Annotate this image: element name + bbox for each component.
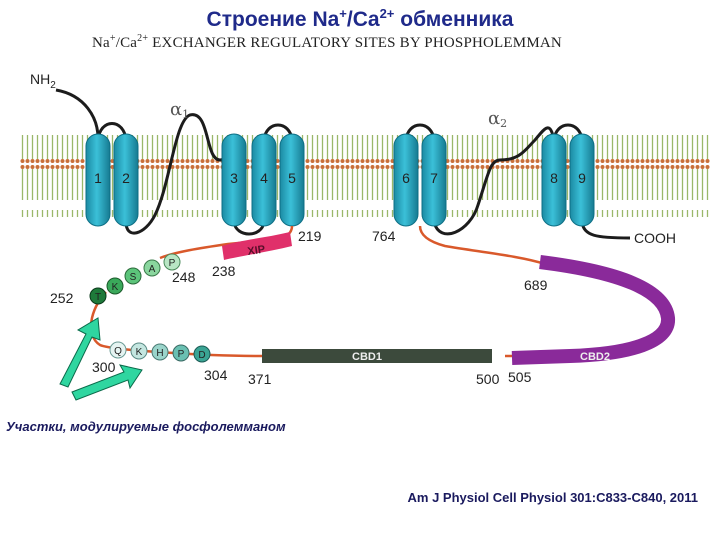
residue-number-304: 304: [204, 367, 228, 383]
helix-label-1: 1: [94, 170, 102, 186]
helix-label-8: 8: [550, 170, 558, 186]
residue-number-219: 219: [298, 228, 322, 244]
residue-S: [124, 267, 142, 285]
residue-number-248: 248: [172, 269, 196, 285]
residue-number-300: 300: [92, 359, 116, 375]
residue-number-371: 371: [248, 371, 272, 387]
helix-1: [85, 133, 111, 227]
helix-label-6: 6: [402, 170, 410, 186]
residue-label-T: T: [95, 292, 101, 303]
residue-number-764: 764: [372, 228, 396, 244]
helix-2: [113, 133, 139, 227]
citation: Am J Physiol Cell Physiol 301:C833-C840,…: [407, 490, 698, 505]
residue-label-S: S: [130, 272, 137, 283]
residue-Q: [109, 341, 127, 359]
residue-number-689: 689: [524, 277, 548, 293]
cooh-label: COOH: [634, 230, 676, 246]
residue-K: [106, 277, 124, 295]
residue-K2: [130, 342, 148, 360]
xip-region: [222, 232, 292, 260]
figure-subtitle: Na+/Ca2+ EXCHANGER REGULATORY SITES BY P…: [92, 33, 562, 51]
helix-label-9: 9: [578, 170, 586, 186]
residue-label-P2: P: [178, 349, 185, 360]
helix-3: [221, 133, 247, 227]
residue-number-238: 238: [212, 263, 236, 279]
helix-label-5: 5: [288, 170, 296, 186]
residue-P: [163, 253, 181, 271]
helix-label-2: 2: [122, 170, 130, 186]
helix-7: [421, 133, 447, 227]
n-terminus-tail: [55, 88, 100, 139]
caption: Участки, модулируемые фосфолемманом: [6, 419, 286, 434]
helix-label-4: 4: [260, 170, 268, 186]
residue-label-A: A: [149, 264, 156, 275]
residue-label-Q: Q: [114, 346, 122, 357]
c-terminus-tail: [580, 221, 631, 240]
residue-P2: [172, 344, 190, 362]
nh2-label: NH2: [30, 71, 56, 91]
cbd1-domain: [262, 349, 492, 363]
residue-label-K2: K: [136, 347, 143, 358]
helix-8: [541, 133, 567, 227]
residue-label-K: K: [112, 282, 119, 293]
alpha2-label: α2: [488, 108, 507, 130]
helix-label-3: 3: [230, 170, 238, 186]
residue-label-D: D: [198, 350, 205, 361]
helix-4: [251, 133, 277, 227]
xip-label: XIP: [247, 244, 266, 258]
residue-D: [193, 345, 211, 363]
residue-number-500: 500: [476, 371, 500, 387]
cbd1-label: CBD1: [352, 351, 382, 363]
cbd2-domain: [511, 255, 675, 365]
helix-6: [393, 133, 419, 227]
arrow-up: [59, 317, 101, 388]
intracellular-loop: [89, 225, 546, 358]
helix-9: [569, 133, 595, 227]
residue-number-252: 252: [50, 290, 74, 306]
cbd2-label: CBD2: [580, 351, 610, 363]
residue-A: [143, 259, 161, 277]
arrow-right: [71, 364, 143, 401]
alpha1-label: α1: [170, 99, 189, 121]
residue-T: [89, 287, 107, 305]
loop-7-8: [432, 126, 556, 236]
residue-label-P: P: [169, 258, 176, 269]
residue-label-H: H: [156, 348, 163, 359]
residue-H: [151, 343, 169, 361]
helix-label-7: 7: [430, 170, 438, 186]
page-title: Строение Na+/Ca2+ обменника: [206, 6, 514, 31]
residue-number-505: 505: [508, 369, 532, 385]
